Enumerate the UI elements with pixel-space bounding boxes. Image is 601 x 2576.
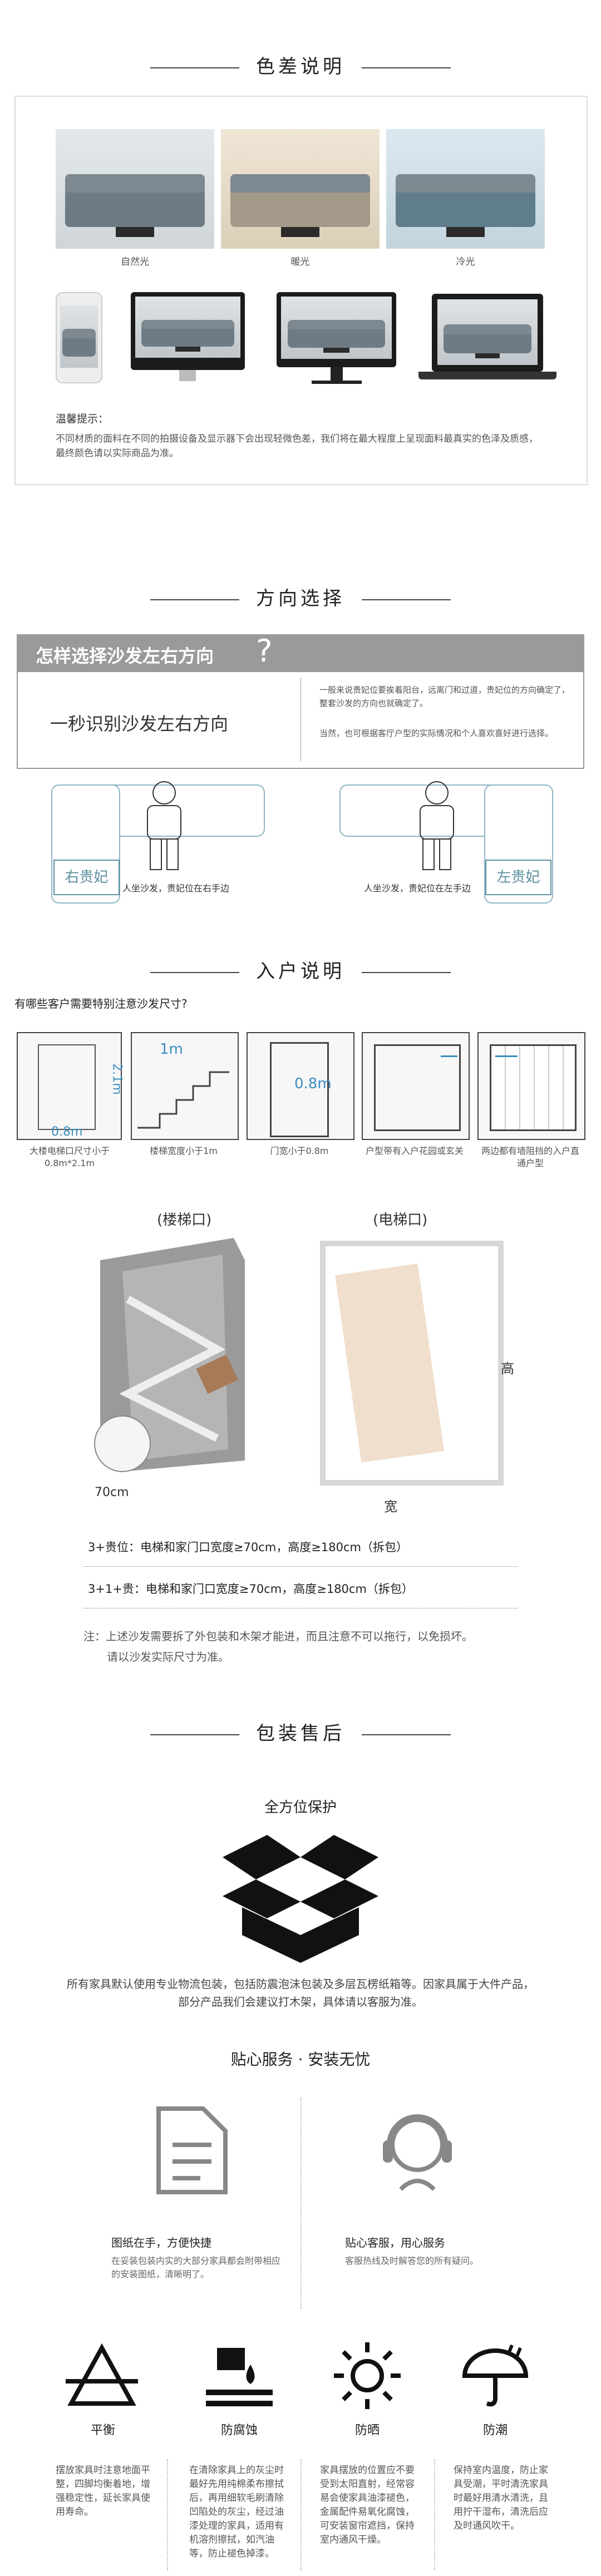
service-card-title: 贴心客服，用心服务 (345, 2236, 445, 2249)
entry-caption: 户型带有入户花园或玄关 (365, 1146, 464, 1156)
stairwell-illustration (89, 1238, 256, 1483)
service-card-desc: 客服热线及时解答您的所有疑问。 (345, 2256, 479, 2266)
photo-natural-light (56, 129, 214, 249)
right-chaise-caption: 人坐沙发，贵妃位在右手边 (122, 883, 230, 894)
divider (167, 2459, 168, 2570)
care-desc: 在清除家具上的灰尘时最好先用纯棉柔布擦拭后，再用细软毛刷清除凹陷处的灰尘，经过油… (189, 2465, 284, 2559)
entry-caption: 门宽小于0.8m (270, 1146, 329, 1156)
packing-subtitle: 全方位保护 (264, 1799, 337, 1816)
monitor-stand (331, 367, 343, 381)
banner-title: 怎样选择沙发左右方向 (36, 645, 214, 667)
laptop-base (418, 372, 556, 379)
umbrella-icon (462, 2342, 529, 2409)
packing-desc-1: 所有家具默认使用专业物流包装，包括防震泡沫包装及多层瓦楞纸箱等。因家具属于大件产… (67, 1977, 534, 1991)
photo-caption: 暖光 (290, 256, 310, 268)
direction-right-text-1: 一般来说贵妃位要挨着阳台，远离门和过道，贵妃位的方向确定了，整套沙发的方向也就确… (319, 685, 570, 708)
color-section-title: 色差说明 (0, 51, 601, 78)
height-label: 高 (501, 1361, 514, 1376)
left-chaise-label: 左贵妃 (485, 860, 551, 895)
entry-item-foyer (362, 1032, 470, 1140)
care-title: 防晒 (354, 2424, 380, 2437)
monitor-device (277, 292, 396, 367)
imac-device (131, 292, 245, 370)
entry-item-stairs: 1m (131, 1032, 239, 1140)
photo-warm-light (221, 129, 380, 249)
right-chaise-label: 右贵妃 (53, 860, 120, 895)
care-title: 平衡 (90, 2424, 115, 2437)
direction-left-text: 一秒识别沙发左右方向 (50, 713, 229, 734)
direction-right-text-2: 当然，也可根据客厅户型的实际情况和个人喜欢喜好进行选择。 (319, 728, 554, 738)
laptop-device (432, 294, 543, 372)
service-card-desc: 在妥装包装内实的大部分家具都会附带相应的安装图纸，清晰明了。 (111, 2256, 281, 2279)
question-mark-icon: ? (256, 633, 273, 669)
tip-title: 温馨提示： (56, 413, 109, 425)
entry-item-straight (477, 1032, 585, 1140)
note-1: 注：上述沙发需要拆了外包装和木架才能进，而且注意不可以拖行，以免损坏。 (83, 1630, 473, 1643)
direction-section-title: 方向选择 (0, 583, 601, 610)
care-title: 防潮 (482, 2424, 508, 2437)
width-label: 宽 (384, 1499, 397, 1514)
photo-caption: 自然光 (121, 256, 149, 268)
care-desc: 摆放家具时注意地面平整，四脚均衡着地，增强稳定性，延长家具使用寿命。 (56, 2465, 150, 2518)
photo-cool-light (386, 129, 545, 249)
note-2: 请以沙发实际尺寸为准。 (107, 1650, 229, 1664)
care-desc: 保持室内温度，防止家具受潮，平时清洗家具时最好用清水清洗，且用拧干湿布，清洗后应… (454, 2465, 548, 2531)
entry-caption: 两边都有墙阻挡的入户直通户型 (481, 1146, 579, 1168)
packing-section-title: 包装售后 (0, 1718, 601, 1745)
color-section-box (14, 96, 588, 485)
entry-caption: 楼梯宽度小于1m (150, 1146, 218, 1156)
elevator-illustration (320, 1241, 504, 1486)
entry-section-title: 入户说明 (0, 956, 601, 983)
service-section-title: 贴心服务 · 安装无忧 (230, 2050, 371, 2069)
divider (434, 2459, 435, 2570)
divider (300, 2459, 302, 2570)
entry-question: 有哪些客户需要特别注意沙发尺寸? (14, 997, 188, 1010)
packing-desc-2: 部分产品我们会建议打木架，具体请以客服为准。 (178, 1995, 423, 2009)
divider (300, 678, 301, 761)
monitor-base (312, 381, 362, 384)
dim-label: 2.1m (110, 1063, 124, 1095)
care-title: 防腐蚀 (220, 2424, 258, 2437)
balance-icon (66, 2342, 138, 2409)
direction-info-box (17, 672, 584, 769)
anti-corrosion-icon (206, 2342, 273, 2409)
dim-label: 0.8m (51, 1125, 83, 1139)
customer-service-icon (378, 2106, 456, 2195)
imac-stand (179, 370, 196, 381)
photo-caption: 冷光 (456, 256, 475, 268)
elevator-label: (电梯口) (373, 1212, 428, 1228)
dim-label: 1m (160, 1041, 183, 1058)
phone-device (56, 292, 102, 383)
service-card-title: 图纸在手，方便快捷 (111, 2236, 211, 2249)
rule-2: 3+1+贵：电梯和家门口宽度≥70cm，高度≥180cm（拆包） (88, 1582, 413, 1596)
sun-icon (334, 2342, 401, 2409)
care-desc: 家具摆放的位置应不要受到太阳直射，经常容易会使家具油漆褪色，金属配件易氧化腐蚀，… (320, 2465, 415, 2545)
tip-text: 不同材质的面料在不同的拍摄设备及显示器下会出现轻微色差，我们将在最大程度上呈现面… (56, 433, 538, 459)
box-icon (217, 1835, 384, 1963)
entry-item-elevator: 2.1m 0.8m (17, 1032, 124, 1140)
stair-dim: 70cm (95, 1486, 129, 1499)
entry-caption: 大楼电梯口尺寸小于0.8m*2.1m (29, 1146, 110, 1168)
left-chaise-caption: 人坐沙发，贵妃位在左手边 (364, 883, 471, 894)
direction-banner: 怎样选择沙发左右方向 ? (17, 633, 584, 672)
divider (300, 2098, 302, 2309)
rule-1: 3+贵位：电梯和家门口宽度≥70cm，高度≥180cm（拆包） (88, 1541, 408, 1554)
dim-label: 0.8m (294, 1075, 332, 1092)
person-seated-icon (406, 779, 467, 874)
stair-label: (楼梯口) (157, 1212, 212, 1228)
divider (83, 1566, 518, 1567)
person-seated-icon (134, 779, 195, 874)
entry-item-door: 0.8m (247, 1032, 354, 1140)
document-icon (156, 2106, 228, 2195)
